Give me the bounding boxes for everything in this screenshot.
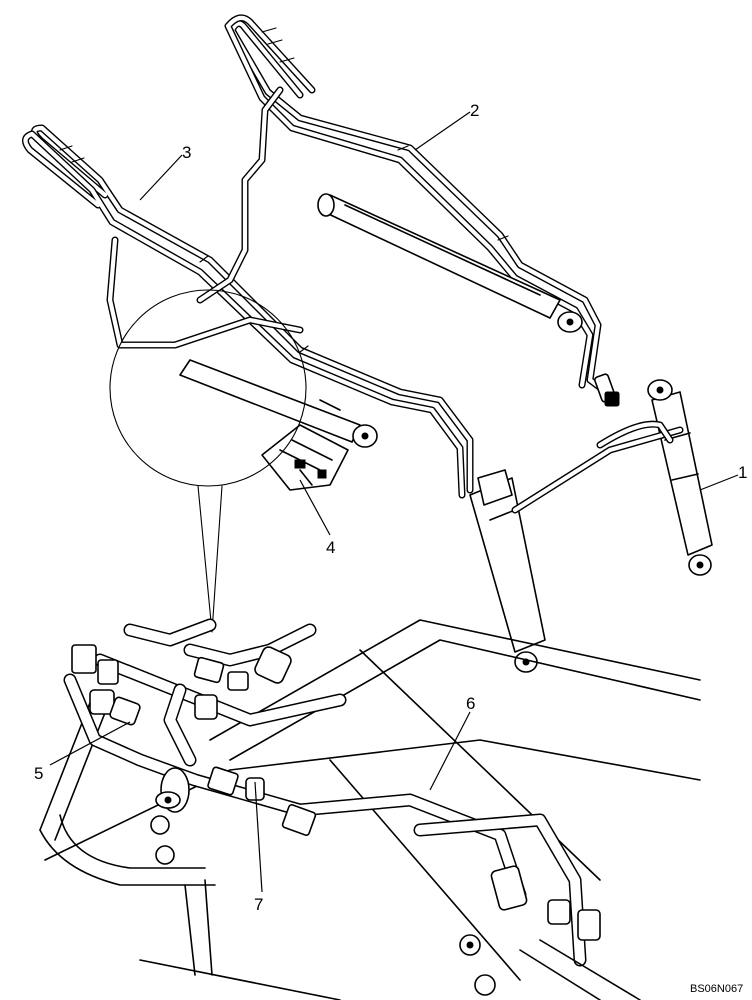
- hose-fitting-right: [594, 373, 620, 407]
- hose-assembly-3: [22, 86, 474, 499]
- callout-2: 2: [470, 101, 479, 120]
- drawing-code: BS06N067: [690, 983, 743, 995]
- leader-7: [254, 781, 263, 893]
- leader-2: [414, 111, 471, 151]
- leader-6: [429, 711, 471, 791]
- leader-4: [299, 479, 331, 536]
- upper-lift-cylinder: [317, 193, 583, 333]
- control-valve-4: [261, 424, 349, 491]
- detail-view-circle: [109, 289, 307, 487]
- hose-assembly-2: [224, 14, 620, 407]
- middle-cylinder: [179, 359, 378, 448]
- detail-enlarged-view: [39, 618, 701, 1000]
- callout-5: 5: [34, 764, 43, 783]
- detail-leader-lines: [197, 485, 223, 633]
- callout-3: 3: [182, 143, 191, 162]
- leader-3: [139, 154, 183, 201]
- cross-tube: [511, 420, 684, 514]
- callout-1: 1: [738, 463, 747, 482]
- callout-4: 4: [326, 538, 335, 557]
- leader-5: [49, 721, 131, 766]
- callout-6: 6: [466, 694, 475, 713]
- callout-7: 7: [254, 895, 263, 914]
- leader-1: [699, 474, 739, 491]
- lift-cylinder-left: [469, 469, 546, 673]
- lift-cylinder-1: [647, 379, 713, 576]
